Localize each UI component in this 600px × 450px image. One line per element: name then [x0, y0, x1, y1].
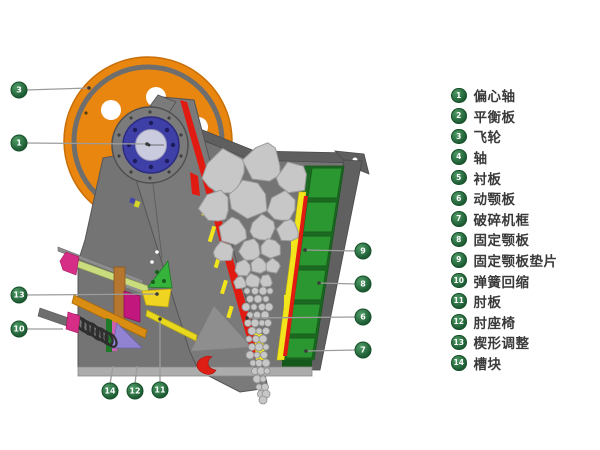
- callout-7: 7: [354, 341, 372, 359]
- callout-3: 3: [10, 81, 28, 99]
- rod-clamp: [59, 251, 80, 276]
- callout-6: 6: [354, 308, 372, 326]
- callout-12: 12: [126, 382, 144, 400]
- callout-14: 14: [101, 382, 119, 400]
- toggle-seat: [123, 290, 141, 323]
- callout-9: 9: [354, 242, 372, 260]
- callout-13: 13: [10, 286, 28, 304]
- machine-base: [77, 360, 313, 377]
- callout-8: 8: [354, 275, 372, 293]
- wedge-adjuster: [141, 288, 172, 308]
- jaw-hook: [196, 355, 217, 375]
- fixed-jaw-plate: [285, 167, 343, 359]
- eccentric-shaft-hub: [111, 94, 189, 184]
- callout-11: 11: [151, 381, 169, 399]
- adjustment-mechanism: [37, 246, 198, 352]
- callout-leader-lines: [25, 86, 357, 385]
- spring-cap: [65, 311, 81, 334]
- callout-10: 10: [10, 320, 28, 338]
- rock-field: [197, 142, 307, 405]
- callout-1: 1: [10, 134, 28, 152]
